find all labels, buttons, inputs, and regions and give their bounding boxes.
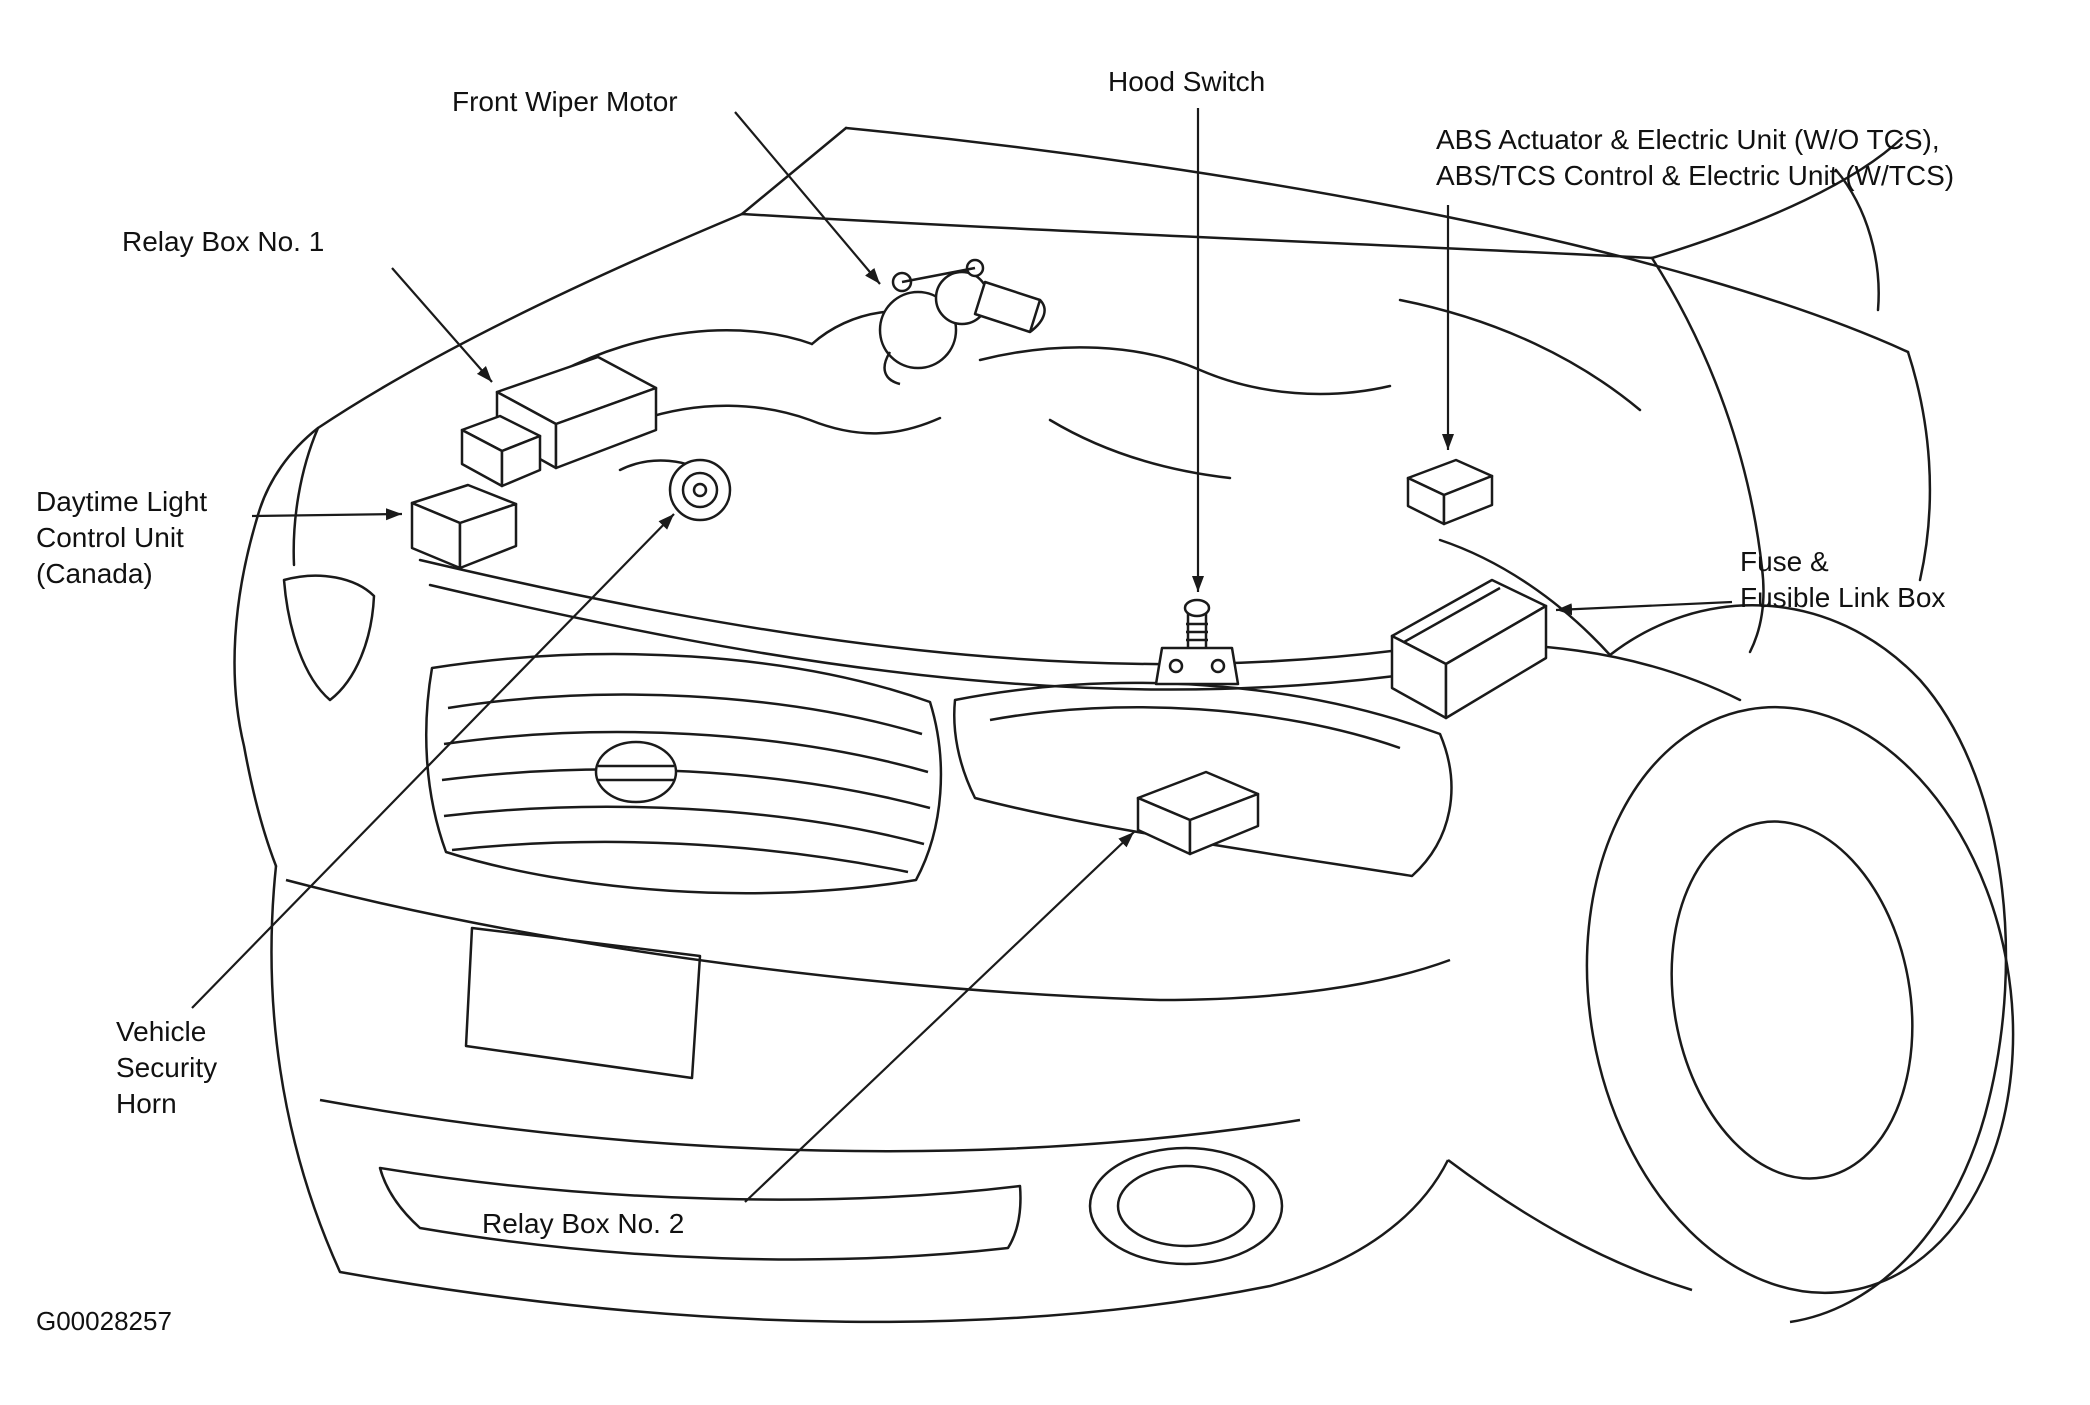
label-relay-box-1: Relay Box No. 1 xyxy=(122,226,325,257)
label-fuse-fusible-link-box: Fuse & Fusible Link Box xyxy=(1740,546,1946,613)
lower-intake xyxy=(378,1166,1022,1261)
grille-emblem xyxy=(594,740,678,804)
front-wiper-motor-arrow xyxy=(734,111,881,285)
daytime-light-control-unit-arrow xyxy=(251,508,403,521)
label-front-wiper-motor: Front Wiper Motor xyxy=(452,86,678,117)
fog-light xyxy=(1088,1146,1284,1266)
label-daytime-light-control-unit: Daytime Light Control Unit (Canada) xyxy=(36,486,208,589)
fuse-fusible-link-box-component xyxy=(1390,578,1548,720)
vehicle-security-horn-component xyxy=(668,458,732,522)
relay-box-1-arrow xyxy=(391,267,493,383)
fuse-fusible-link-box-arrow xyxy=(1555,600,1733,616)
license-plate xyxy=(464,926,702,1080)
headlight xyxy=(953,681,1453,878)
relay-box-2-component xyxy=(1136,770,1260,856)
relay-box-1-component xyxy=(460,355,658,488)
daytime-light-control-unit-component xyxy=(410,483,518,570)
grille xyxy=(424,652,943,895)
front-wheel xyxy=(1585,604,2015,1324)
relay-box-2-arrow xyxy=(744,831,1135,1203)
vehicle-security-horn-arrow xyxy=(191,513,675,1009)
hood-switch-component xyxy=(1154,598,1240,686)
label-hood-switch: Hood Switch xyxy=(1108,66,1266,97)
label-relay-box-2: Relay Box No. 2 xyxy=(482,1208,685,1239)
bumper xyxy=(270,865,1693,1324)
figure-id: G00028257 xyxy=(36,1306,172,1336)
front-wiper-motor-component xyxy=(878,258,1046,386)
car-outline xyxy=(233,126,1932,868)
label-vehicle-security-horn: Vehicle Security Horn xyxy=(116,1016,218,1119)
abs-unit-component xyxy=(1406,458,1494,526)
label-abs-unit: ABS Actuator & Electric Unit (W/O TCS), … xyxy=(1436,124,1955,191)
